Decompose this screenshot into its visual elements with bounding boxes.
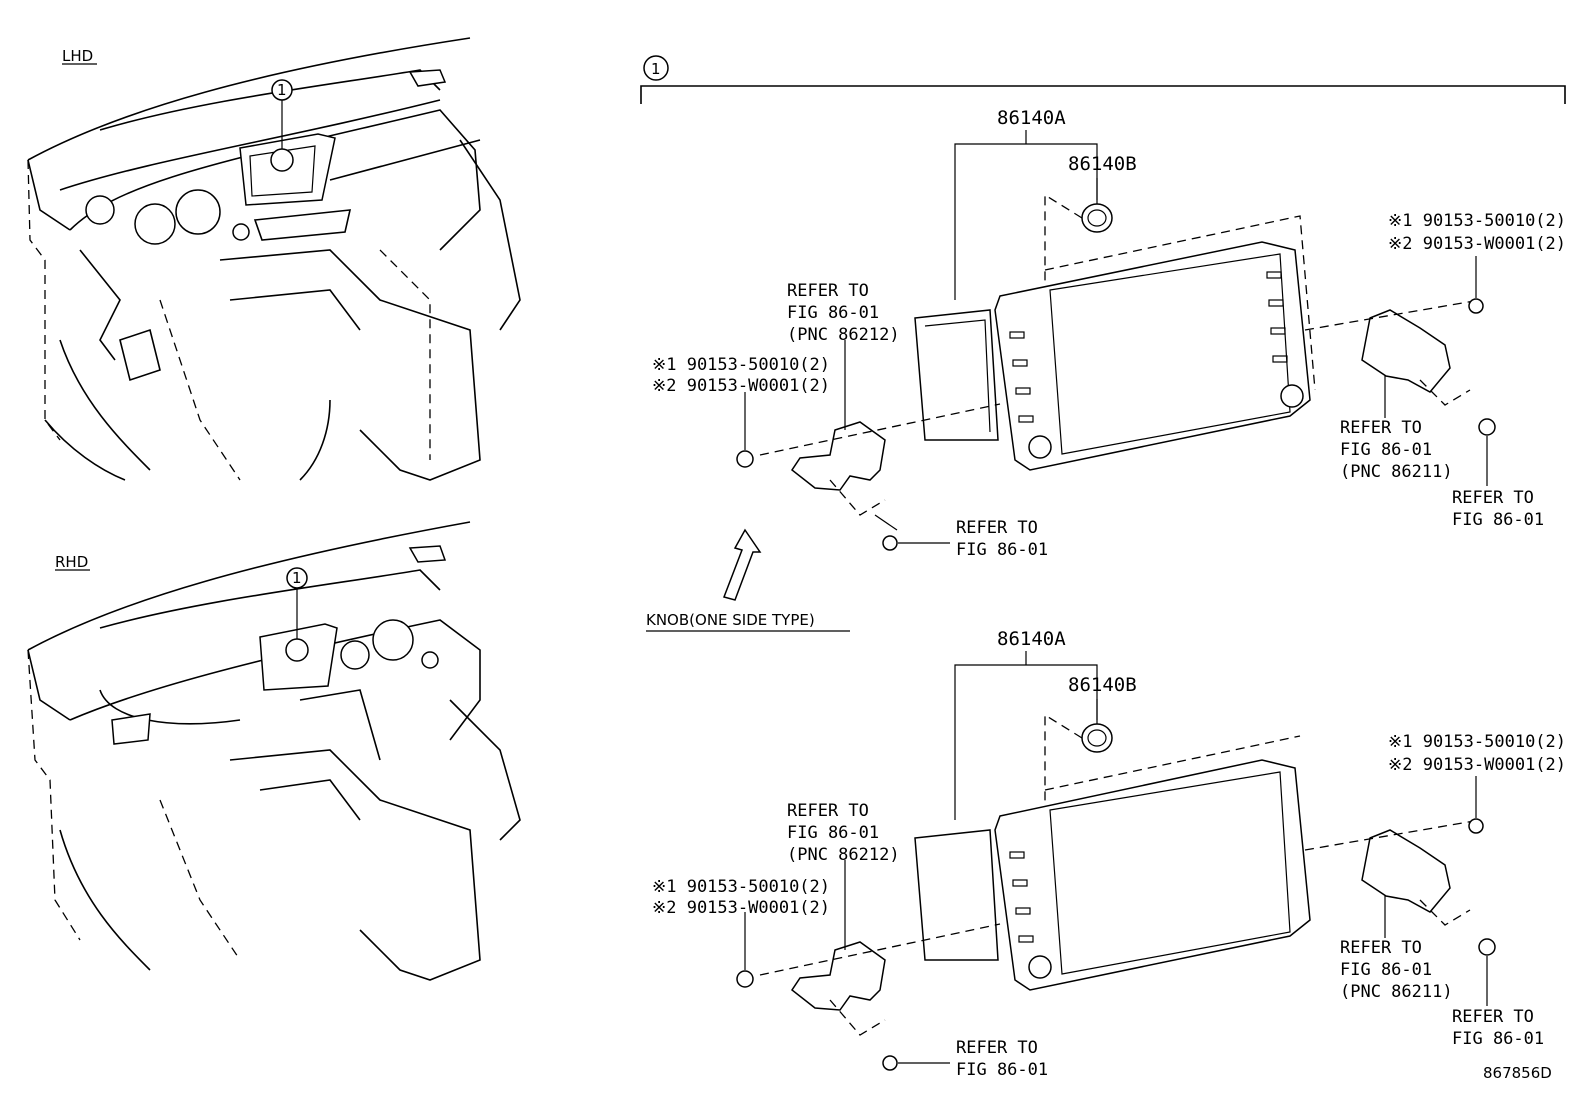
lower-part-86140a: 86140A xyxy=(997,628,1066,650)
upper-left-screw-ref-line2: FIG 86-01 xyxy=(956,540,1048,560)
lower-right-ref-line1: REFER TO xyxy=(1340,938,1422,958)
lower-right-screw-ref-line1: REFER TO xyxy=(1452,1007,1534,1027)
upper-right-screw-ref-line1: REFER TO xyxy=(1452,488,1534,508)
upper-right-ref-line2: FIG 86-01 xyxy=(1340,440,1432,460)
assembly-callout-number: 1 xyxy=(651,60,661,78)
lower-left-screw-ref-line2: FIG 86-01 xyxy=(956,1060,1048,1080)
upper-right-bolt-2: ※2 90153-W0001(2) xyxy=(1388,234,1566,254)
lower-left-bolt-2: ※2 90153-W0001(2) xyxy=(652,898,830,918)
upper-left-screw-ref-line1: REFER TO xyxy=(956,518,1038,538)
lower-right-bolt-2: ※2 90153-W0001(2) xyxy=(1388,755,1566,775)
upper-part-86140b: 86140B xyxy=(1068,153,1137,175)
assembly-bracket: 1 xyxy=(640,55,1566,104)
lower-left-screw-ref-line1: REFER TO xyxy=(956,1038,1038,1058)
lower-left-ref-line3: (PNC 86212) xyxy=(787,845,900,865)
lhd-dashboard-view: LHD 1 xyxy=(27,37,521,481)
knob-note-text: KNOB(ONE SIDE TYPE) xyxy=(646,611,815,629)
rhd-callout-number: 1 xyxy=(292,569,302,587)
upper-right-screw-ref-line2: FIG 86-01 xyxy=(1452,510,1544,530)
drawing-number: 867856D xyxy=(1483,1064,1552,1082)
lower-unit: 86140A 86140B RE xyxy=(652,628,1566,1080)
rhd-dashboard-view: RHD 1 xyxy=(27,521,521,981)
lower-right-ref-line3: (PNC 86211) xyxy=(1340,982,1453,1002)
upper-left-ref-line1: REFER TO xyxy=(787,281,869,301)
upper-unit: 86140A 86140B xyxy=(652,107,1566,560)
upper-left-ref-line3: (PNC 86212) xyxy=(787,325,900,345)
upper-left-bolt-1: ※1 90153-50010(2) xyxy=(652,355,830,375)
rhd-label: RHD xyxy=(55,553,88,571)
lhd-callout-number: 1 xyxy=(277,81,287,99)
upper-right-bolt-1: ※1 90153-50010(2) xyxy=(1388,211,1566,231)
upper-left-ref-line2: FIG 86-01 xyxy=(787,303,879,323)
lower-right-screw-ref-line2: FIG 86-01 xyxy=(1452,1029,1544,1049)
lhd-label: LHD xyxy=(62,47,93,65)
lower-right-bolt-1: ※1 90153-50010(2) xyxy=(1388,732,1566,752)
upper-part-86140a: 86140A xyxy=(997,107,1066,129)
upper-right-ref-line3: (PNC 86211) xyxy=(1340,462,1453,482)
lower-right-ref-line2: FIG 86-01 xyxy=(1340,960,1432,980)
knob-note: KNOB(ONE SIDE TYPE) xyxy=(646,528,850,632)
lower-part-86140b: 86140B xyxy=(1068,674,1137,696)
upper-left-bolt-2: ※2 90153-W0001(2) xyxy=(652,376,830,396)
lower-left-ref-line2: FIG 86-01 xyxy=(787,823,879,843)
lower-left-ref-line1: REFER TO xyxy=(787,801,869,821)
upper-right-ref-line1: REFER TO xyxy=(1340,418,1422,438)
lower-left-bolt-1: ※1 90153-50010(2) xyxy=(652,877,830,897)
